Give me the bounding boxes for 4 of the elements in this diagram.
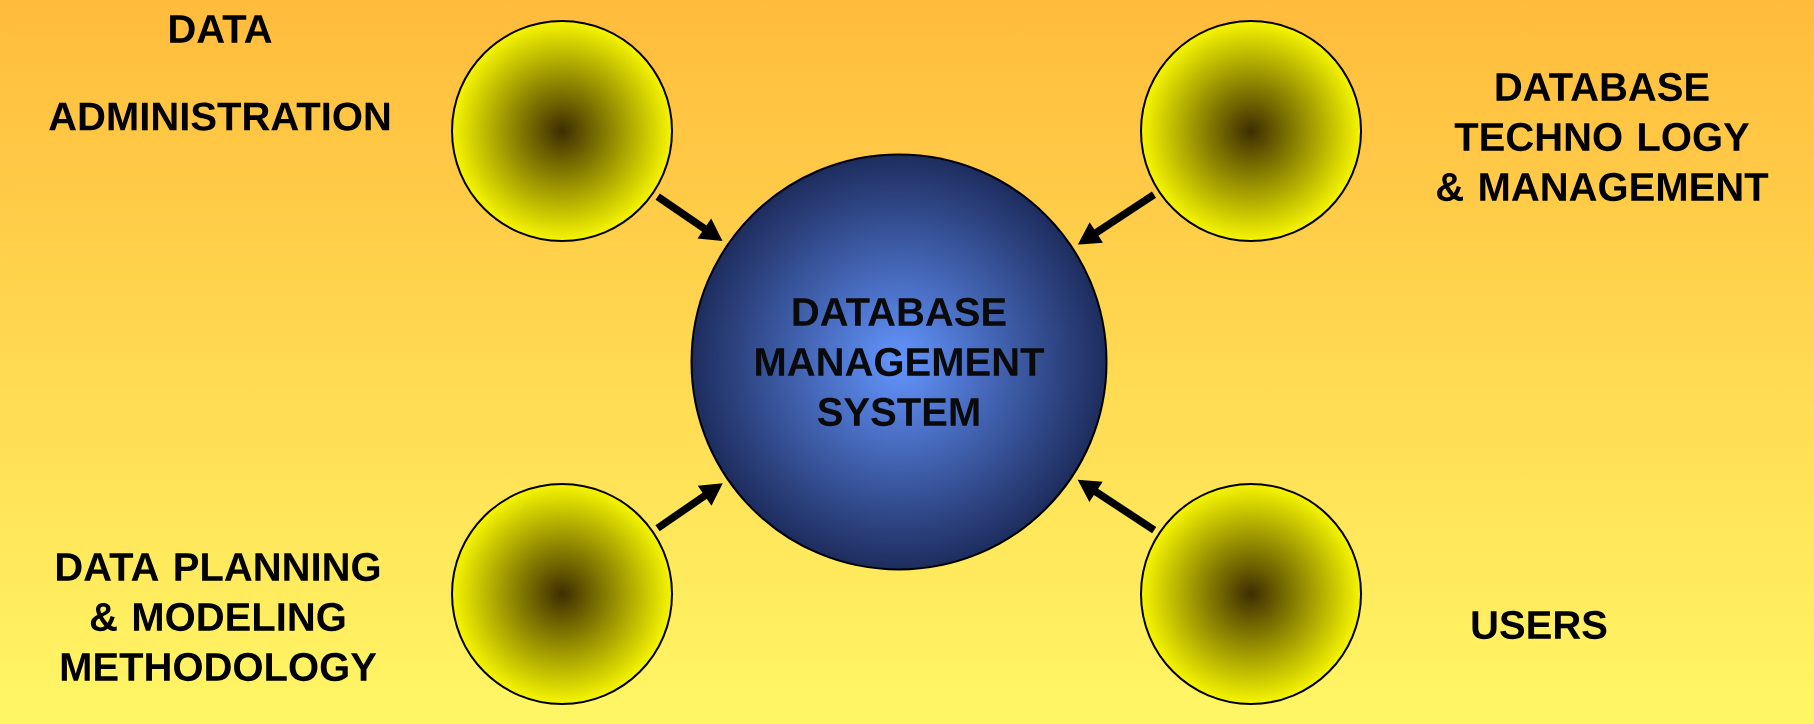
circle-label: DATA PLANNING & MODELING METHODOLOGY xyxy=(57,552,380,682)
circle-label: DATABASE TECHNO LOGY & MANAGEMENT xyxy=(1437,72,1769,202)
circle-label: USERS xyxy=(1472,610,1607,640)
circle-label: DATA ADMINISTRATION xyxy=(49,15,390,131)
